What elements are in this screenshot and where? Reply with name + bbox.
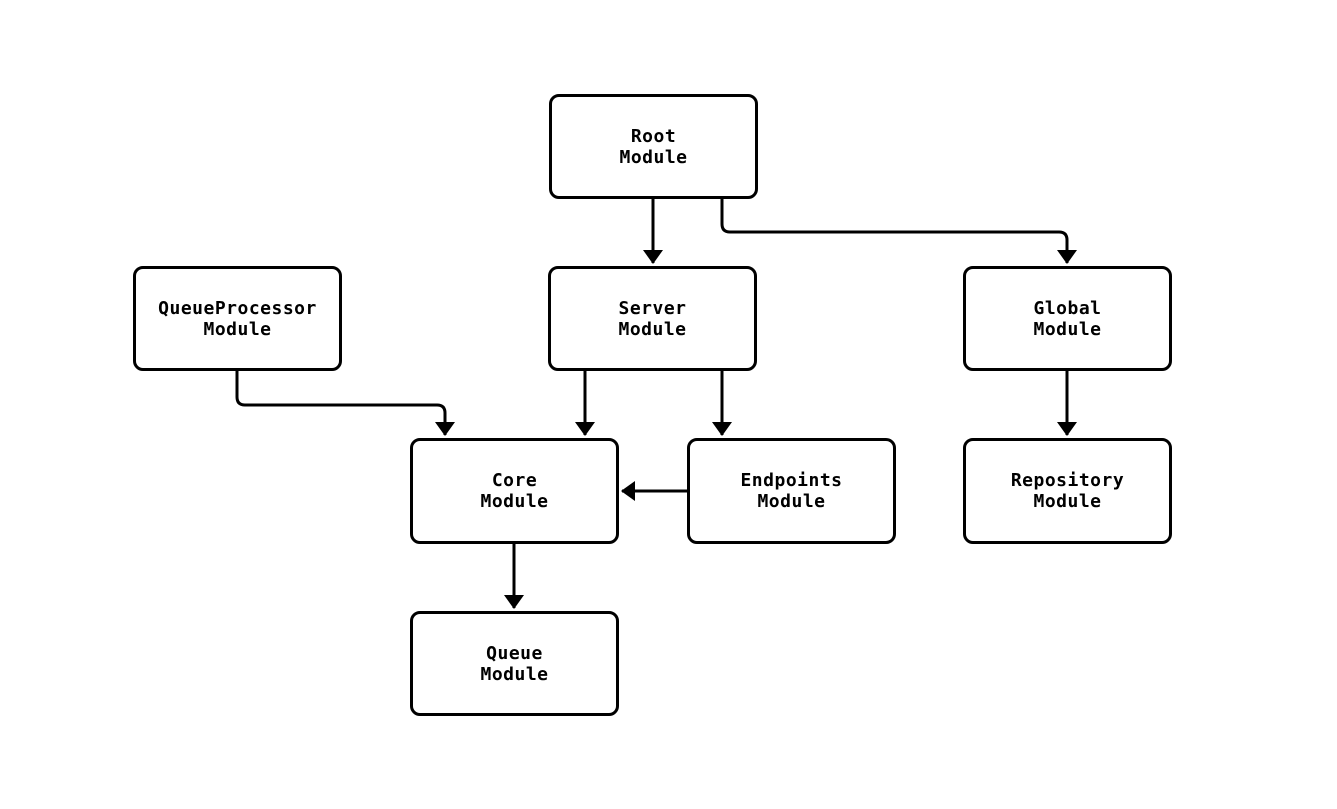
node-server-module: Server Module	[548, 266, 757, 371]
node-root-module-label: Root Module	[619, 125, 688, 168]
node-repository-module: Repository Module	[963, 438, 1172, 544]
edge-root-to-global	[720, 199, 1077, 264]
node-queueprocessor-module-label: QueueProcessor Module	[158, 297, 317, 340]
node-server-module-label: Server Module	[618, 297, 687, 340]
node-endpoints-module: Endpoints Module	[687, 438, 896, 544]
node-core-module: Core Module	[410, 438, 619, 544]
node-queue-module: Queue Module	[410, 611, 619, 716]
node-root-module: Root Module	[549, 94, 758, 199]
node-global-module-label: Global Module	[1033, 297, 1102, 340]
node-core-module-label: Core Module	[480, 470, 549, 512]
node-global-module: Global Module	[963, 266, 1172, 371]
edge-queueprocessor-to-core	[235, 371, 455, 436]
node-endpoints-module-label: Endpoints Module	[740, 470, 843, 512]
node-queue-module-label: Queue Module	[480, 642, 549, 685]
node-repository-module-label: Repository Module	[1010, 470, 1125, 512]
node-queueprocessor-module: QueueProcessor Module	[133, 266, 342, 371]
